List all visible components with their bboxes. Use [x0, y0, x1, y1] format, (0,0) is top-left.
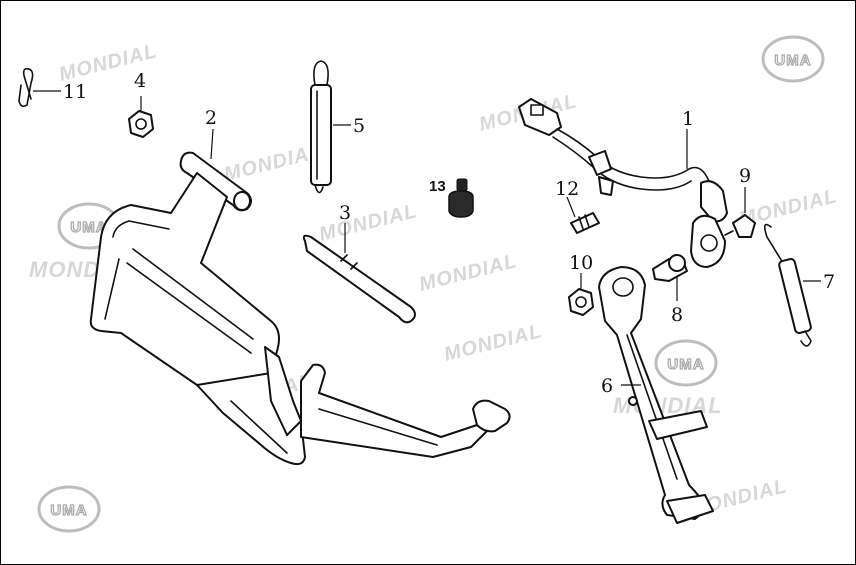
- svg-text:UMA: UMA: [50, 502, 87, 519]
- callout-9: 9: [739, 165, 751, 187]
- part-4-nut: 4: [128, 70, 154, 138]
- watermark-mondial: MONDIAL: [442, 320, 545, 366]
- callout-4: 4: [134, 70, 146, 92]
- watermark-mondial: MONDIAL: [317, 200, 420, 246]
- callout-1: 1: [682, 108, 694, 130]
- part-5-spring: 5: [310, 60, 365, 194]
- uma-logo: UMA: [654, 339, 718, 387]
- part-3-shaft: 3: [302, 202, 416, 324]
- callout-10: 10: [569, 252, 593, 274]
- part-8-pivot-bolt: 8: [652, 254, 688, 326]
- callout-8: 8: [671, 304, 683, 326]
- part-6-side-stand: 6: [598, 266, 714, 524]
- part-13-rubber-stopper: 13: [429, 178, 474, 218]
- part-11-cotter-pin: 11: [18, 67, 87, 108]
- watermark-mondial: MONDIAL: [222, 140, 325, 186]
- callout-2: 2: [205, 107, 217, 129]
- callout-5: 5: [353, 115, 365, 137]
- part-2-main-stand: 2: [89, 107, 511, 466]
- callout-12: 12: [555, 178, 579, 200]
- callout-7: 7: [823, 271, 835, 293]
- part-10-nut: 10: [568, 252, 594, 316]
- svg-text:UMA: UMA: [774, 52, 811, 69]
- part-1-side-stand-switch: 1: [518, 98, 728, 268]
- part-7-stand-spring: 7: [763, 223, 835, 347]
- watermark-mondial: MONDIAL: [417, 250, 520, 296]
- watermark-mondial: MONDIAL: [613, 393, 723, 418]
- part-12-screw: 12: [555, 178, 600, 234]
- uma-logo: UMA: [37, 485, 101, 533]
- callout-11: 11: [63, 81, 87, 103]
- callout-6: 6: [601, 375, 613, 397]
- callout-3: 3: [339, 202, 351, 224]
- uma-logo: UMA: [761, 35, 825, 83]
- svg-text:UMA: UMA: [667, 356, 704, 373]
- svg-text:UMA: UMA: [70, 219, 107, 236]
- part-9-bolt: 9: [724, 165, 756, 238]
- callout-13: 13: [429, 178, 446, 195]
